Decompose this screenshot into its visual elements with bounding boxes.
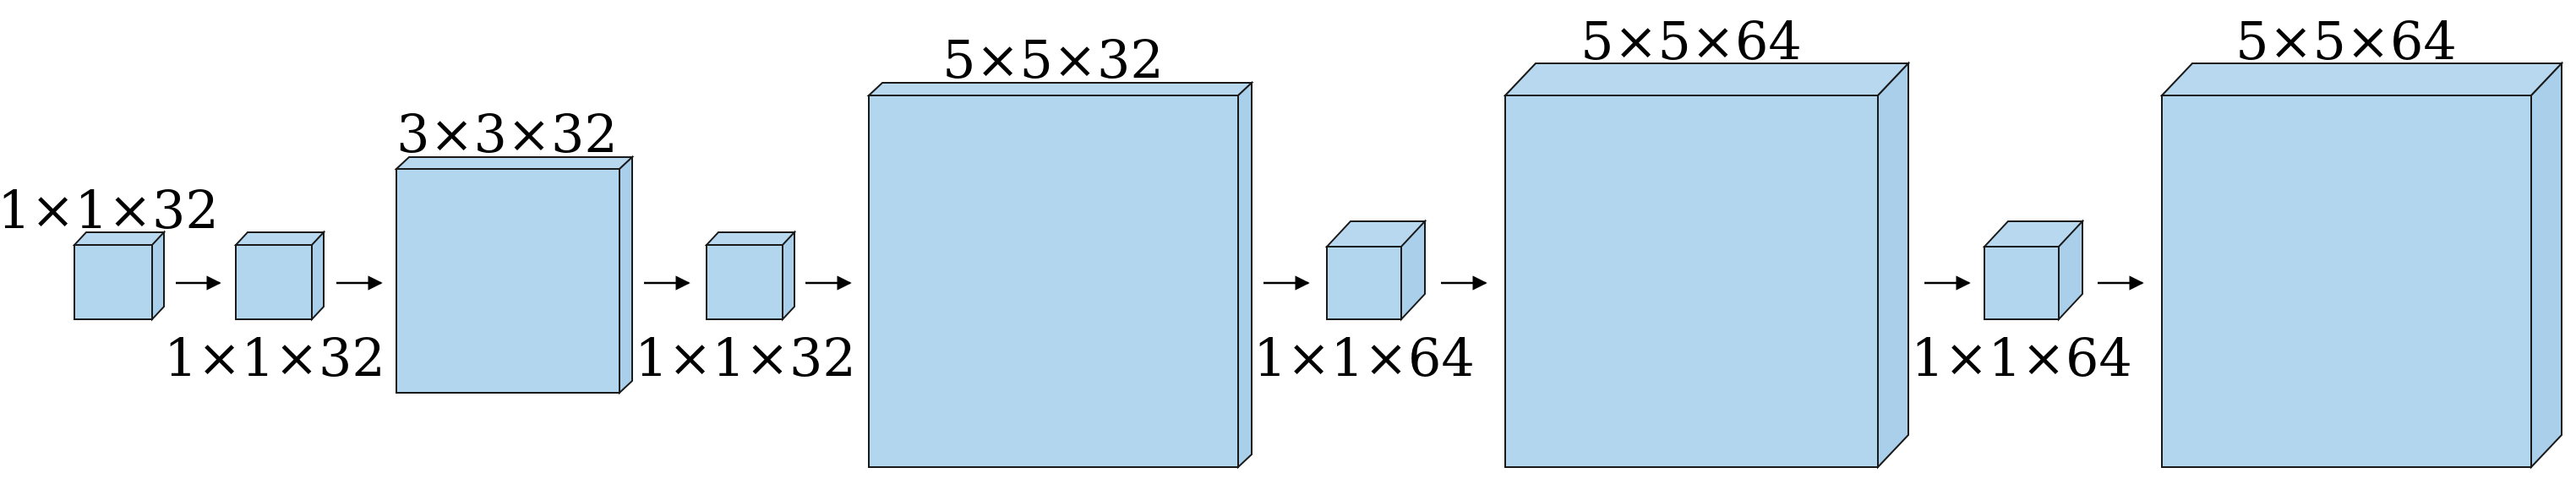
block-side-face: [782, 230, 795, 322]
block-b4: [704, 230, 797, 322]
block-top-face: [233, 231, 326, 246]
block-label-b9: 5×5×64: [2235, 10, 2457, 72]
block-front-face: [1984, 246, 2060, 320]
block-label-b6: 1×1×64: [1253, 327, 1475, 389]
block-front-face: [1326, 246, 1402, 320]
block-b9: [2159, 61, 2564, 470]
block-side-face: [2530, 61, 2562, 470]
block-b8: [1982, 219, 2085, 322]
block-side-face: [311, 230, 325, 322]
block-side-face: [1877, 61, 1909, 470]
block-label-b5: 5×5×32: [942, 29, 1164, 90]
block-side-face: [151, 230, 165, 322]
block-front-face: [74, 244, 153, 320]
block-front-face: [396, 168, 620, 394]
block-top-face: [704, 231, 797, 246]
block-front-face: [868, 95, 1239, 468]
block-label-b8: 1×1×64: [1911, 327, 2132, 389]
block-side-face: [619, 155, 633, 395]
block-label-b7: 5×5×64: [1580, 10, 1802, 72]
block-front-face: [235, 244, 313, 320]
block-b7: [1503, 61, 1911, 470]
block-front-face: [706, 244, 783, 320]
block-b1: [72, 230, 166, 322]
block-b2: [233, 230, 326, 322]
block-label-b3: 3×3×32: [396, 103, 618, 165]
block-b5: [866, 80, 1254, 470]
block-side-face: [1237, 80, 1253, 470]
block-front-face: [1504, 95, 1879, 468]
labels-layer: 1×1×32 1×1×32 3×3×32 1×1×32 5×5×32 1×1×64 5×5×…: [0, 10, 2457, 389]
block-label-b2: 1×1×32: [164, 327, 385, 389]
blocks-layer: [72, 61, 2564, 470]
block-b6: [1324, 219, 1427, 322]
block-label-b4: 1×1×32: [635, 327, 856, 389]
block-b3: [394, 155, 635, 395]
block-label-b1: 1×1×32: [0, 179, 219, 241]
block-front-face: [2161, 95, 2532, 468]
